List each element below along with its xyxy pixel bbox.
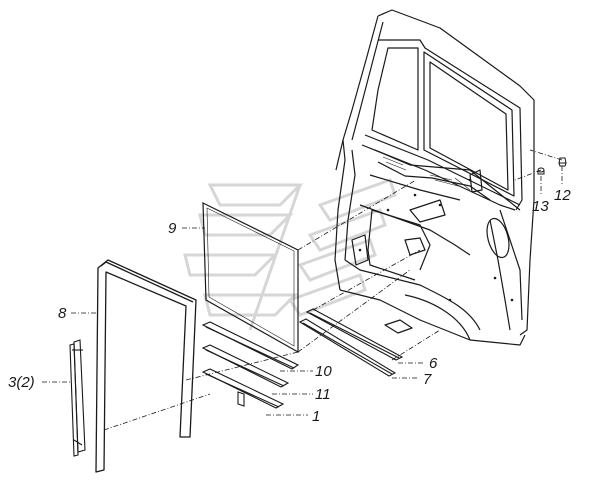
- fastener-part-12: [558, 157, 567, 167]
- callout-1: 1: [312, 408, 320, 425]
- callout-3: 3(2): [8, 374, 35, 391]
- glass-run-seal-part-8: [95, 259, 197, 473]
- bracket-part-1: [201, 368, 285, 409]
- bracket-hatch: [379, 151, 471, 191]
- belt-seal-part-6: [305, 308, 404, 361]
- callout-8: 8: [58, 305, 67, 322]
- callout-12: 12: [554, 187, 571, 204]
- callout-10: 10: [315, 363, 332, 380]
- belt-seal-part-7: [298, 318, 397, 377]
- callout-7: 7: [423, 371, 432, 388]
- cab-door-frame: [334, 9, 535, 346]
- rivets: [358, 178, 514, 302]
- guide-rail-part-3: [69, 339, 86, 457]
- callout-6: 6: [429, 355, 438, 372]
- strip-part-11: [201, 344, 290, 388]
- callout-9: 9: [168, 220, 177, 237]
- watermark-logo: [183, 178, 397, 331]
- fastener-part-13: [537, 167, 545, 175]
- callout-13: 13: [532, 198, 549, 215]
- leader-lines: [42, 149, 563, 431]
- callout-11: 11: [315, 386, 331, 403]
- strip-part-10: [201, 321, 300, 370]
